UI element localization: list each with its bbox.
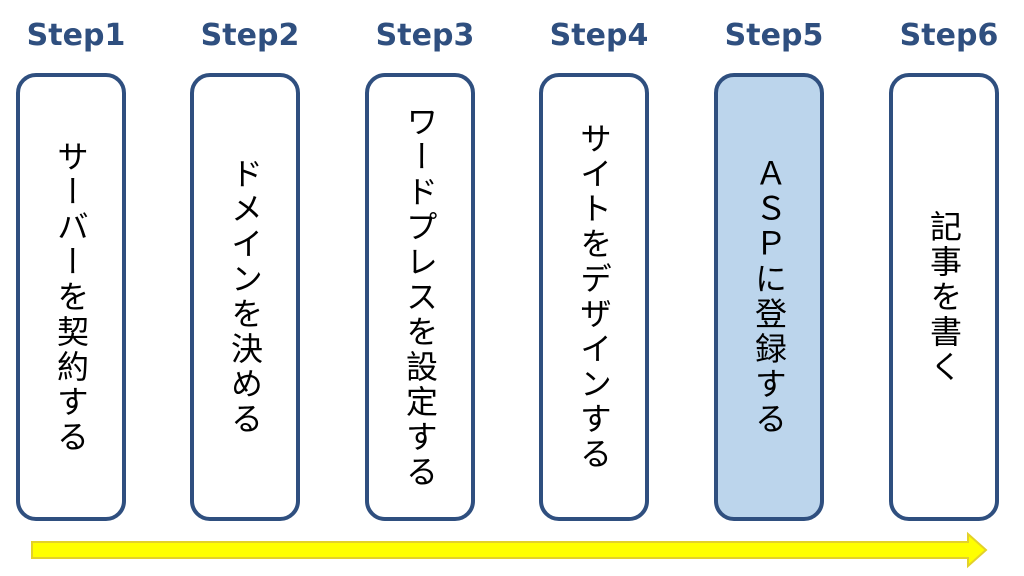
progress-arrow bbox=[31, 531, 988, 569]
step-1-box: サーバーを契約する bbox=[16, 73, 126, 521]
step-3-label-wrap: ワードプレスを設定する bbox=[369, 77, 471, 517]
step-1-label: サーバーを契約する bbox=[52, 139, 90, 455]
step-5-label-wrap: ＡＳＰに登録する bbox=[718, 77, 820, 517]
step-5-title: Step5 bbox=[724, 18, 824, 53]
step-2-title: Step2 bbox=[200, 18, 300, 53]
step-2-box: ドメインを決める bbox=[190, 73, 300, 521]
step-5: Step5 ＡＳＰに登録する bbox=[714, 0, 834, 540]
step-4-label: サイトをデザインする bbox=[575, 122, 613, 472]
step-2-label: ドメインを決める bbox=[226, 157, 264, 437]
step-5-box: ＡＳＰに登録する bbox=[714, 73, 824, 521]
step-6-title: Step6 bbox=[899, 18, 999, 53]
step-1: Step1 サーバーを契約する bbox=[16, 0, 136, 540]
step-5-label: ＡＳＰに登録する bbox=[750, 157, 788, 437]
step-1-label-wrap: サーバーを契約する bbox=[20, 77, 122, 517]
step-4-box: サイトをデザインする bbox=[539, 73, 649, 521]
step-6-box: 記事を書く bbox=[889, 73, 999, 521]
step-3: Step3 ワードプレスを設定する bbox=[365, 0, 485, 540]
step-6: Step6 記事を書く bbox=[889, 0, 1009, 540]
step-2: Step2 ドメインを決める bbox=[190, 0, 310, 540]
step-4-title: Step4 bbox=[549, 18, 649, 53]
step-6-label-wrap: 記事を書く bbox=[893, 77, 995, 517]
step-4-label-wrap: サイトをデザインする bbox=[543, 77, 645, 517]
step-1-title: Step1 bbox=[26, 18, 126, 53]
step-3-label: ワードプレスを設定する bbox=[401, 104, 439, 490]
step-3-box: ワードプレスを設定する bbox=[365, 73, 475, 521]
step-3-title: Step3 bbox=[375, 18, 475, 53]
step-6-label: 記事を書く bbox=[925, 209, 963, 385]
step-2-label-wrap: ドメインを決める bbox=[194, 77, 296, 517]
step-4: Step4 サイトをデザインする bbox=[539, 0, 659, 540]
progress-arrow-shape bbox=[31, 531, 988, 569]
